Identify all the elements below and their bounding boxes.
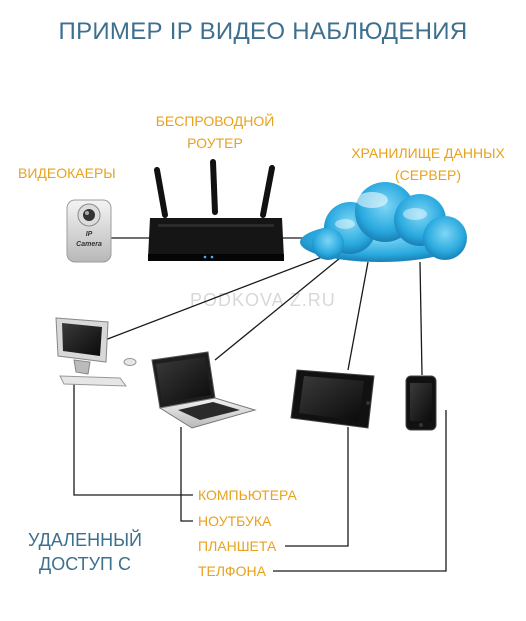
- computer-access-line: [73, 382, 193, 496]
- phone-access-line: [273, 410, 447, 572]
- laptop-access-line: [180, 427, 193, 522]
- router-label: БЕСПРОВОДНОЙ РОУТЕР: [150, 110, 280, 154]
- cloud-phone-line: [419, 261, 423, 376]
- cameras-label: ВИДЕОКАЕРЫ: [18, 165, 116, 181]
- access-item-tablet: ПЛАНШЕТА: [198, 538, 277, 554]
- remote-access-label: УДАЛЕННЫЙ ДОСТУП С: [22, 528, 148, 576]
- access-item-computer: КОМПЬЮТЕРА: [198, 487, 297, 503]
- storage-label-line1: ХРАНИЛИЩЕ ДАННЫХ: [351, 145, 505, 161]
- connection-lines: [73, 237, 447, 572]
- access-item-phone: ТЕЛФОНА: [198, 563, 266, 579]
- tablet-icon: [290, 369, 375, 429]
- watermark: PODKOVA Z.RU: [190, 290, 336, 310]
- laptop-icon: [151, 351, 257, 429]
- remote-access-line2: ДОСТУП С: [39, 554, 131, 574]
- cloud-icon: [300, 182, 467, 262]
- camera-text-ip: IP: [86, 231, 93, 238]
- storage-label: ХРАНИЛИЩЕ ДАННЫХ (СЕРВЕР): [338, 142, 518, 186]
- camera-text-model: Camera: [76, 241, 102, 248]
- cloud-tablet-line: [347, 261, 369, 371]
- tablet-access-line: [285, 427, 349, 547]
- router-label-line1: БЕСПРОВОДНОЙ: [155, 113, 275, 129]
- cloud-computer-line: [104, 251, 336, 341]
- router-label-line2: РОУТЕР: [187, 135, 243, 151]
- router-icon: [148, 159, 284, 261]
- desktop-computer-icon: [55, 317, 137, 387]
- access-item-laptop: НОУТБУКА: [198, 513, 272, 529]
- diagram-title: ПРИМЕР IP ВИДЕО НАБЛЮДЕНИЯ: [58, 18, 468, 45]
- phone-icon: [405, 375, 437, 431]
- cloud-laptop-line: [214, 257, 341, 361]
- remote-access-line1: УДАЛЕННЫЙ: [28, 530, 142, 550]
- ip-camera-icon: [66, 199, 112, 263]
- storage-label-line2: (СЕРВЕР): [394, 167, 462, 183]
